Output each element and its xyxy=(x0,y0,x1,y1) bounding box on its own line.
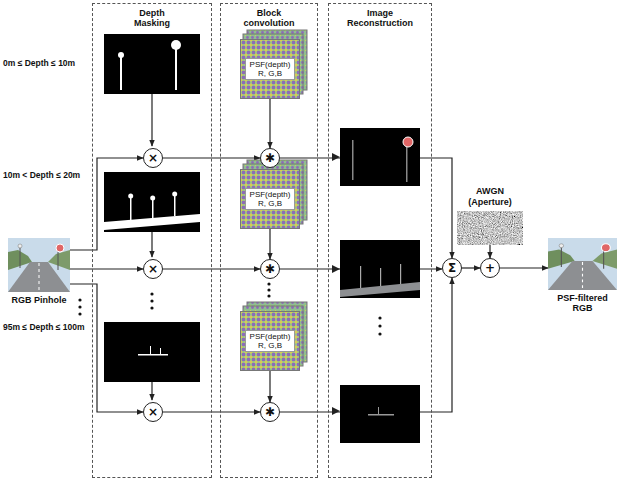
operator-circle: + xyxy=(480,258,500,278)
operator-circle: × xyxy=(143,148,163,168)
operator-circle: ✱ xyxy=(260,402,280,422)
psf-kernel-box: PSF(depth) R, G,B xyxy=(240,39,300,99)
flow-arrow xyxy=(269,371,270,402)
operator-circle: × xyxy=(143,259,163,279)
scene-image xyxy=(8,238,70,292)
depth-range-label: 10m < Depth ≤ 20m xyxy=(3,170,80,180)
flow-arrow xyxy=(500,267,548,268)
stage-panel: Block convolutionPSF(depth) R, G,B ✱ PSF(d… xyxy=(220,3,318,478)
operator-circle: ✱ xyxy=(260,259,280,279)
flow-arrow xyxy=(269,229,270,259)
depth-range-label: 95m ≤ Depth ≤ 100m xyxy=(3,322,85,332)
flow-arrow xyxy=(462,267,480,268)
operator-symbol: × xyxy=(148,406,158,418)
psf-kernel-box: PSF(depth) R, G,B xyxy=(240,311,300,371)
flow-arrow xyxy=(269,99,270,148)
noise-caption: AWGN (Aperture) xyxy=(462,186,518,208)
stage-panel: Depth Masking × × × xyxy=(92,3,212,478)
stage-panel: Image Reconstruction xyxy=(328,3,432,478)
operator-symbol: + xyxy=(485,262,495,274)
ellipsis-dots xyxy=(78,282,381,335)
noise-image xyxy=(457,211,523,245)
depth-mask xyxy=(104,172,200,232)
reconstructed-image xyxy=(340,385,420,443)
operator-circle: × xyxy=(143,402,163,422)
reconstructed-image xyxy=(340,240,420,298)
noise-node: AWGN (Aperture) xyxy=(457,186,523,245)
operator-circle: ✱ xyxy=(260,148,280,168)
image-arrowhead xyxy=(332,153,340,415)
psf-label: PSF(depth) R, G,B xyxy=(245,58,295,80)
operator-symbol: Σ xyxy=(448,262,456,274)
panel-heading: Block convolution xyxy=(244,8,295,29)
flow-arrow xyxy=(489,245,490,258)
psf-label: PSF(depth) R, G,B xyxy=(245,188,295,210)
panel-heading: Image Reconstruction xyxy=(347,8,413,29)
reconstructed-image xyxy=(340,128,420,186)
image-node: RGB Pinhole xyxy=(8,238,70,305)
depth-mask xyxy=(104,34,200,94)
operator-symbol: ✱ xyxy=(265,406,275,418)
operator-circle: Σ xyxy=(442,258,462,278)
flow-arrow xyxy=(70,268,143,269)
operator-symbol: ✱ xyxy=(265,152,275,164)
operator-symbol: × xyxy=(148,263,158,275)
operator-symbol: ✱ xyxy=(265,263,275,275)
image-caption: RGB Pinhole xyxy=(8,295,70,305)
operator-symbol: × xyxy=(148,152,158,164)
psf-label: PSF(depth) R, G,B xyxy=(245,330,295,352)
depth-mask xyxy=(104,322,200,382)
mask-arrow xyxy=(151,94,152,400)
depth-range-label: 0m ≤ Depth ≤ 10m xyxy=(3,58,75,68)
scene-image xyxy=(548,238,617,290)
psf-kernel-box: PSF(depth) R, G,B xyxy=(240,169,300,229)
image-caption: PSF-filtered RGB xyxy=(551,293,615,314)
panel-heading: Depth Masking xyxy=(134,8,170,29)
image-node: PSF-filtered RGB xyxy=(548,238,617,314)
